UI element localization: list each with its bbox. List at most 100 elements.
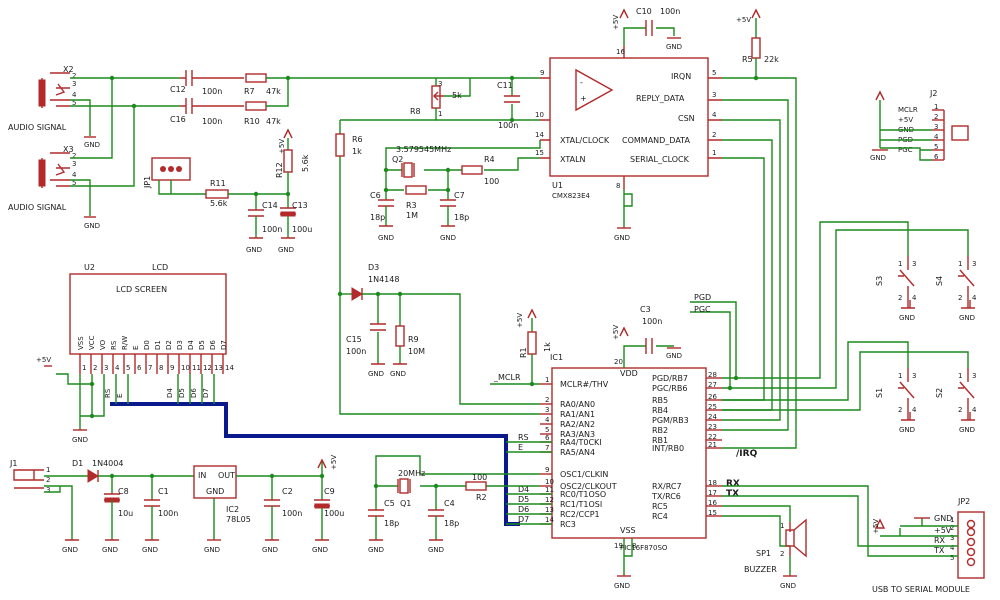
ic1-pin-number: 23 bbox=[708, 423, 717, 431]
vplus-r12: +5V bbox=[278, 139, 286, 154]
svg-text:4: 4 bbox=[72, 91, 77, 99]
j2-pin-label: PGC bbox=[898, 146, 913, 154]
svg-text:5: 5 bbox=[72, 179, 76, 187]
u1-pin-9: 9 bbox=[540, 69, 544, 77]
net-rx: RX bbox=[726, 479, 740, 489]
switch-symbol bbox=[958, 256, 975, 308]
gnd-r9: GND bbox=[390, 370, 406, 378]
buzzer-sp1: 12 SP1 BUZZER bbox=[744, 518, 807, 574]
lcd-pin-number: 11 bbox=[192, 364, 201, 372]
u1-pin-8: 8 bbox=[616, 182, 620, 190]
lcd-wire-label: D6 bbox=[190, 388, 198, 398]
c4-label: C4 bbox=[444, 499, 455, 508]
switch-ground bbox=[961, 304, 975, 309]
ic2-in: IN bbox=[198, 471, 206, 480]
switch-pin-number: 3 bbox=[972, 372, 976, 380]
r1-value: 1k bbox=[543, 342, 552, 352]
u1-pin-2: 2 bbox=[712, 131, 716, 139]
r9-label: R9 bbox=[408, 335, 419, 344]
switch-pin-number: 4 bbox=[972, 294, 977, 302]
net-rs: RS bbox=[518, 433, 529, 442]
j1-label: J1 bbox=[9, 459, 17, 468]
svg-text:3: 3 bbox=[72, 160, 76, 168]
ic1-pin-number: 18 bbox=[708, 479, 717, 487]
vplus-jp2: +5V bbox=[872, 519, 880, 534]
c1-value: 100n bbox=[158, 509, 178, 518]
r9-value: 10M bbox=[408, 347, 425, 356]
u1-pin-15: 15 bbox=[535, 149, 544, 157]
j2-label: J2 bbox=[929, 89, 937, 98]
u1-xtal-clock: XTAL/CLOCK bbox=[560, 136, 610, 145]
svg-text:2: 2 bbox=[72, 72, 76, 80]
regulator-ic2: IN OUT GND IC2 78L05 bbox=[193, 465, 251, 524]
lcd-pin-number: 3 bbox=[104, 364, 108, 372]
lcd-pin-label: E bbox=[132, 346, 140, 350]
jp2-pin-number: 5 bbox=[950, 554, 954, 562]
ic1-pin-label: MCLR#/THV bbox=[560, 380, 609, 389]
lcd-pin-label: RS bbox=[110, 340, 118, 350]
net-pgd: PGD bbox=[694, 293, 711, 302]
r6-value: 1k bbox=[352, 147, 362, 156]
lcd-type: LCD bbox=[152, 263, 168, 272]
c10-label: C10 bbox=[636, 7, 652, 16]
net-d6: D6 bbox=[518, 505, 529, 514]
c11-value: 100n bbox=[498, 121, 518, 130]
gnd-c2: GND bbox=[262, 546, 278, 554]
ic2-out: OUT bbox=[218, 471, 235, 480]
ic1-pin-number: 27 bbox=[708, 381, 717, 389]
svg-text:+: + bbox=[580, 94, 587, 103]
ic1-pin-number: 14 bbox=[545, 516, 554, 524]
ic1-pin-number: 4 bbox=[545, 416, 550, 424]
c14-value: 100n bbox=[262, 225, 282, 234]
jp2-pin-pad bbox=[966, 527, 976, 537]
ic1-pin-label: RA4/T0CKI bbox=[560, 438, 602, 447]
jp2-pin-label: TX bbox=[933, 546, 945, 555]
c7-value: 18p bbox=[454, 213, 469, 222]
gnd-c15: GND bbox=[368, 370, 384, 378]
vplus-lcd: +5V bbox=[36, 356, 51, 364]
vplus-r5: +5V bbox=[736, 16, 751, 24]
jp1-label: JP1 bbox=[143, 176, 152, 189]
ic1-part: PIC16F870SO bbox=[620, 544, 668, 552]
ic1-pin-number: 9 bbox=[545, 466, 549, 474]
ic1-pin-number: 2 bbox=[545, 396, 549, 404]
ic2-part: 78L05 bbox=[226, 515, 251, 524]
r2-label: R2 bbox=[476, 493, 487, 502]
lcd-pin-number: 12 bbox=[203, 364, 212, 372]
ic1-pin-number: 6 bbox=[545, 434, 550, 442]
ic1-pin-number: 16 bbox=[708, 499, 717, 507]
gnd-c4: GND bbox=[428, 546, 444, 554]
r10-label: R10 bbox=[244, 117, 260, 126]
c10-value: 100n bbox=[660, 7, 680, 16]
jp2-label: JP2 bbox=[957, 497, 970, 506]
r12-label: R12 bbox=[275, 162, 284, 178]
ic1-pin-label: RA5/AN4 bbox=[560, 448, 595, 457]
ic-u1: -+ 9 10 14 15 XTAL/CLOCK XTALN IRQN REPL… bbox=[535, 46, 722, 200]
j2-pin-number: 6 bbox=[934, 153, 939, 161]
jp2-pin-number: 2 bbox=[950, 524, 954, 532]
ic1-pin-label: RA2/AN2 bbox=[560, 420, 595, 429]
gnd-ic1: GND bbox=[614, 582, 630, 590]
gnd-c1: GND bbox=[142, 546, 158, 554]
gnd-c8: GND bbox=[102, 546, 118, 554]
ic1-pin-label: RA1/AN1 bbox=[560, 410, 595, 419]
r11-value: 5.6k bbox=[210, 199, 228, 208]
ic1-pin-label: RC1/T1OSI bbox=[560, 500, 602, 509]
ic1-pin-number: 25 bbox=[708, 403, 717, 411]
switch-gnd-label: GND bbox=[959, 426, 975, 434]
q1-label: Q1 bbox=[400, 499, 411, 508]
switch-pin-number: 1 bbox=[898, 260, 902, 268]
c9-label: C9 bbox=[324, 487, 335, 496]
lcd-pin-number: 13 bbox=[214, 364, 223, 372]
ic1-pin-number: 15 bbox=[708, 509, 717, 517]
ic1-pin-number: 5 bbox=[545, 426, 549, 434]
u1-pin-3: 3 bbox=[712, 91, 716, 99]
lcd-pin-label: D5 bbox=[198, 340, 206, 350]
gnd-j2: GND bbox=[870, 154, 886, 162]
lcd-wire-label: D4 bbox=[166, 388, 174, 398]
switch-gnd-label: GND bbox=[899, 314, 915, 322]
